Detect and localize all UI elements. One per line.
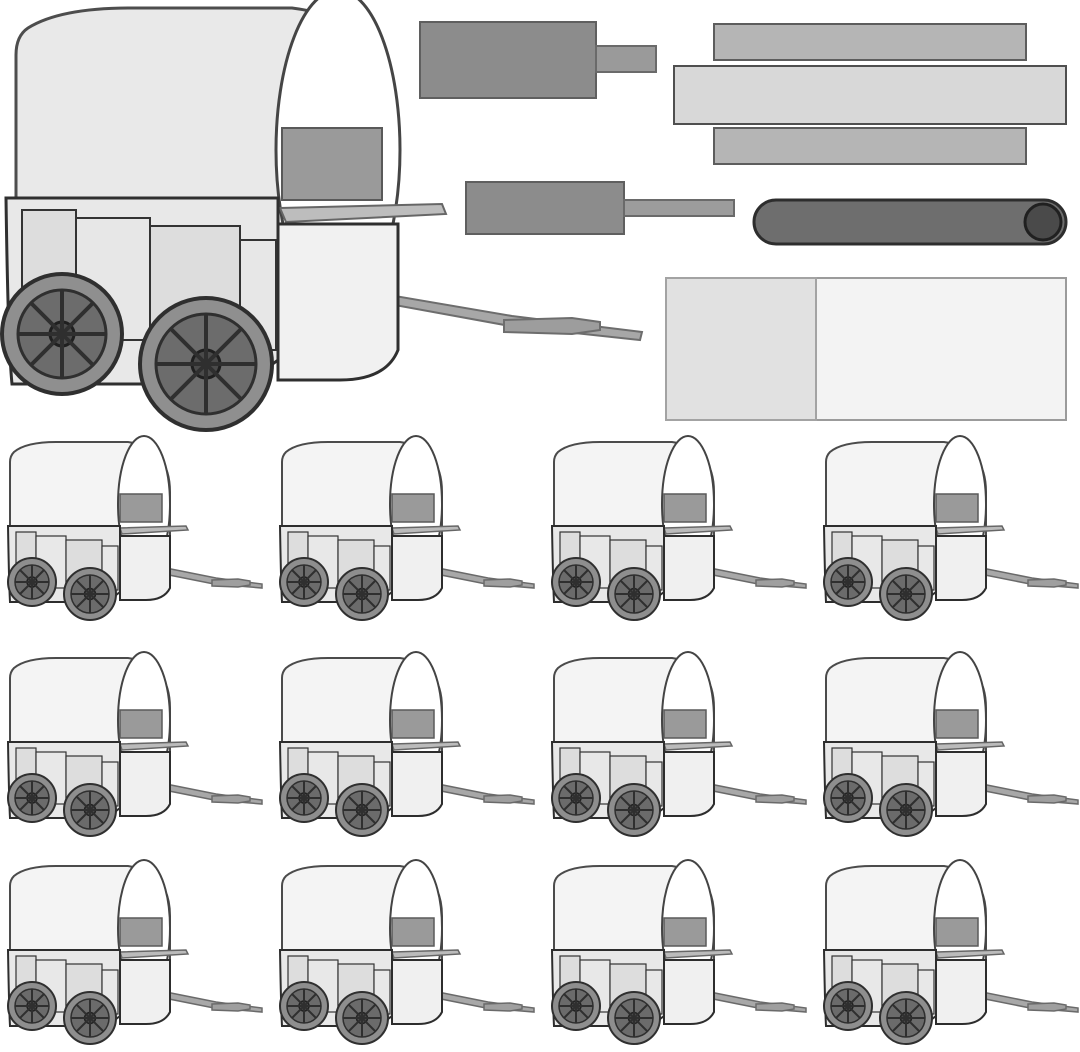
assembled-wagon-thumbnail [548,651,808,844]
assembled-wagon-thumbnail-illustration [822,435,1079,621]
assembled-wagon-thumbnail [548,859,808,1052]
assembled-wagon-thumbnail [820,435,1080,628]
assembled-wagon-thumbnail [276,435,536,628]
cover-arch-sheets-illustration [665,277,1067,421]
assembled-wagon-thumbnail-illustration [278,651,535,837]
assembled-wagon-thumbnail-illustration [6,651,263,837]
cover-top-strips [419,21,658,102]
assembled-wagon-thumbnail [548,435,808,628]
assembled-wagon-thumbnail [276,859,536,1052]
wheels-stack [752,194,1068,250]
assembled-wagon-large [0,0,650,440]
assembled-wagon-thumbnail [276,651,536,844]
axle-strips [465,178,735,240]
assembled-wagon-thumbnail-illustration [550,859,807,1045]
assembled-wagon-thumbnail-illustration [822,651,1079,837]
wagon-bed-panels-illustration [673,23,1067,165]
assembled-wagon-thumbnail [4,651,264,844]
axle-strips-illustration [465,181,735,235]
assembled-wagon-thumbnail-illustration [278,859,535,1045]
cover-top-strips-illustration [419,21,657,99]
assembled-wagon-thumbnail-illustration [550,651,807,837]
assembled-wagon-thumbnail [820,859,1080,1052]
wheels-stack-illustration [752,198,1068,246]
assembled-wagon-thumbnail-illustration [278,435,535,621]
assembled-wagon-thumbnail-illustration [6,859,263,1045]
assembled-wagon-thumbnail-illustration [6,435,263,621]
assembled-wagon-illustration [0,0,644,432]
assembled-wagon-thumbnail [820,651,1080,844]
assembled-wagon-thumbnail [4,859,264,1052]
assembled-wagon-thumbnail-illustration [550,435,807,621]
assembled-wagon-thumbnail-illustration [822,859,1079,1045]
assembled-wagon-thumbnail [4,435,264,628]
cover-arch-sheets [665,277,1067,421]
wagon-bed-panels [673,20,1067,170]
